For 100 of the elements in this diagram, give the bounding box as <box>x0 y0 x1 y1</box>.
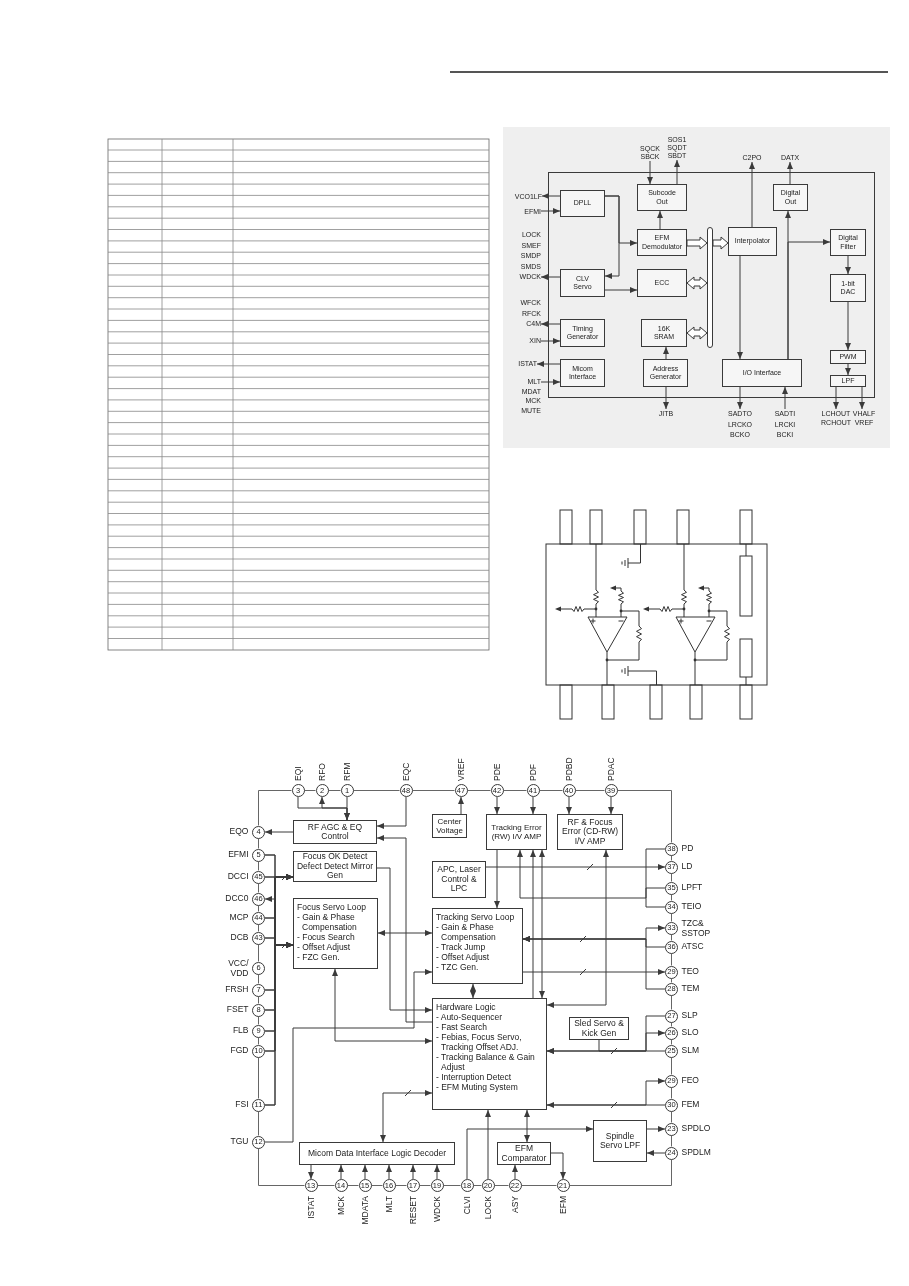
pin-name-label: SLM <box>681 1046 699 1056</box>
arrow <box>737 386 743 410</box>
arrow <box>674 159 680 185</box>
function-block <box>293 898 378 969</box>
arrow <box>530 796 536 815</box>
function-block <box>637 229 687 256</box>
arrow <box>566 796 572 815</box>
function-block <box>830 229 866 256</box>
pin-circle <box>252 961 265 975</box>
arrow <box>512 1164 518 1180</box>
arrow <box>859 386 865 410</box>
pin-name-label: PDF <box>528 763 538 781</box>
pin-name-label: DCB <box>230 933 249 943</box>
double-headed-arrow <box>524 1109 530 1143</box>
block-label: Micom Data Interface Logic Decoder <box>308 1148 446 1159</box>
arrow <box>598 1030 666 1052</box>
pin-name-label: TEM <box>681 984 700 994</box>
pin-name-label: DCC0 <box>225 894 249 904</box>
arrow <box>485 864 666 870</box>
list-item: - Gain & Phase Compensation <box>436 922 497 942</box>
list-item: - Interruption Detect <box>436 1072 512 1082</box>
pin-name-label: SLO <box>681 1028 699 1038</box>
pin-circle <box>252 848 265 862</box>
function-block <box>773 184 808 211</box>
pin-name-label: TEIO <box>681 902 702 912</box>
arrow <box>845 255 851 275</box>
function-block <box>560 269 605 297</box>
pin-circle <box>252 1024 265 1038</box>
arrow <box>338 1164 344 1180</box>
double-headed-arrow <box>470 983 476 999</box>
pin-name-label: WDCK <box>432 1195 442 1222</box>
arrow <box>308 1164 314 1180</box>
list-item: - Track Jump <box>436 942 486 952</box>
arrow <box>264 829 294 835</box>
pin-name-label: MDATA <box>360 1195 370 1224</box>
pin-name-label: RFO <box>317 762 327 781</box>
pin-name-label: VCC/ VDD <box>228 958 249 978</box>
pin-name-label: PDE <box>492 763 502 781</box>
function-block <box>432 998 547 1110</box>
function-block <box>560 319 605 347</box>
arrow <box>540 321 561 327</box>
block-heading: Focus Servo Loop <box>297 902 366 912</box>
pin-name-label: SLP <box>681 1011 698 1021</box>
arrow <box>737 255 743 360</box>
pin-name-label: PDBD <box>564 756 574 781</box>
block-label: Spindle Servo LPF <box>598 1131 642 1151</box>
chip-outline <box>548 172 875 398</box>
arrow <box>466 1126 594 1180</box>
arrow <box>522 969 666 975</box>
arrow <box>663 386 669 410</box>
double-headed-arrow <box>380 1090 433 1143</box>
arrow <box>386 1164 392 1180</box>
pin-name-label: EQC <box>401 762 411 781</box>
arrow <box>608 796 614 815</box>
list-item: - FZC Gen. <box>297 952 340 962</box>
block-label: EFM Comparator <box>500 1144 548 1163</box>
arrow <box>647 160 653 185</box>
arrow <box>376 835 433 1023</box>
arrow <box>604 287 638 293</box>
pin-name-label: FSET <box>226 1005 249 1015</box>
pin-name-label: SPDLO <box>681 1124 711 1134</box>
pin-circle <box>252 983 265 997</box>
pin-name-label: LOCK <box>483 1195 493 1219</box>
pin-name-label: MCK <box>336 1195 346 1215</box>
arrow <box>410 1164 416 1180</box>
function-block <box>641 319 687 347</box>
function-block <box>722 359 802 387</box>
arrow <box>657 210 663 230</box>
arrow <box>546 1048 666 1054</box>
function-block <box>486 814 547 850</box>
pin-name-label: DCCI <box>227 872 249 882</box>
pin-name-label: CLVI <box>462 1195 472 1214</box>
arrow <box>376 796 407 829</box>
arrow <box>494 849 500 909</box>
arrow <box>845 301 851 351</box>
function-block <box>560 359 605 387</box>
pin-name-label: RFM <box>342 762 352 781</box>
block-label: Center Voltage <box>435 816 464 836</box>
list-item: - Offset Adjust <box>297 942 351 952</box>
block-label: RF AGC & EQ Control <box>306 822 364 842</box>
pin-name-label: RESET <box>408 1195 418 1224</box>
arrow <box>264 876 294 902</box>
list-item: - Febias, Focus Servo, Tracking Offset ADJ. <box>436 1032 523 1052</box>
arrow <box>833 386 839 410</box>
double-headed-arrow <box>377 930 433 936</box>
connector-line <box>645 897 666 908</box>
arrow <box>376 867 433 1013</box>
list-item: - Gain & Phase Compensation <box>297 912 358 932</box>
double-headed-arrow <box>332 968 433 1044</box>
hollow-bus-arrow <box>686 236 708 250</box>
arrow <box>434 1164 440 1180</box>
list-item: - Tracking Balance & Gain Adjust <box>436 1052 536 1072</box>
pin-name-label: ATSC <box>681 942 704 952</box>
pin-name-label: LPFT <box>681 883 703 893</box>
pin-name-label: PDAC <box>606 756 616 781</box>
hollow-bus-arrow <box>686 326 708 340</box>
pin-name-label: EFM <box>558 1195 568 1214</box>
data-bus-bar <box>707 227 713 348</box>
arrow <box>362 1164 368 1180</box>
arrow <box>344 796 350 821</box>
